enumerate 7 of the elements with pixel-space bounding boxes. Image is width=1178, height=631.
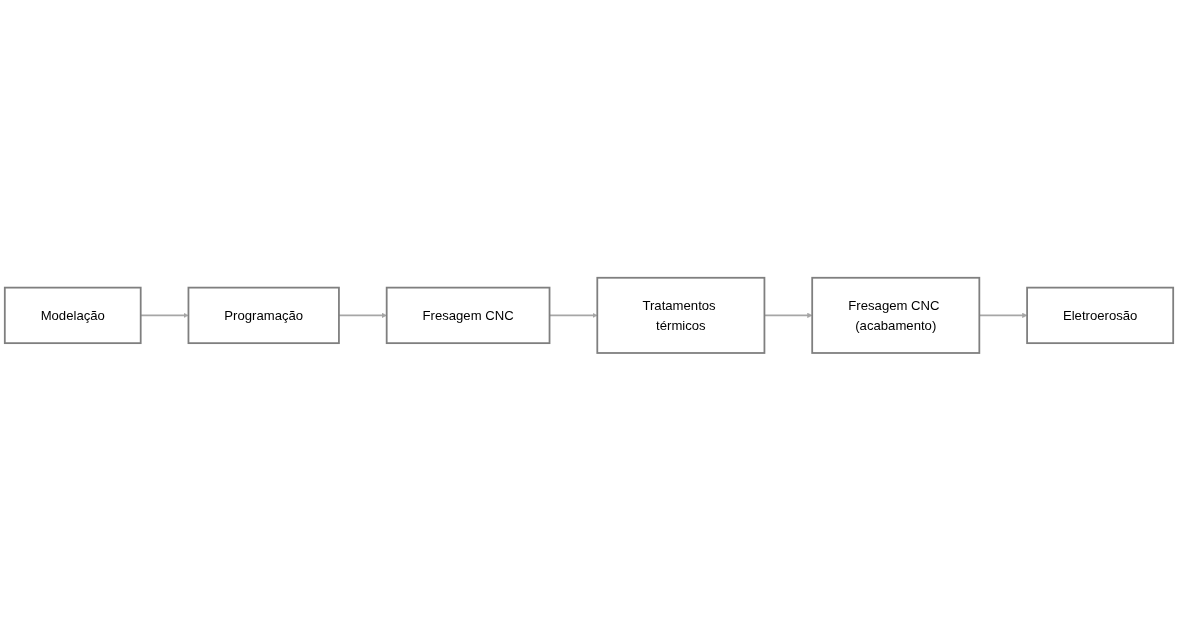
node-box: Fresagem CNC [385,286,551,345]
node-box: Tratamentos térmicos [596,277,766,354]
node-box: Eletroerosão [1026,286,1175,345]
node-box: Programação [187,286,340,345]
arrow [338,312,387,319]
node-box: Fresagem CNC (acabamento) [811,277,981,354]
node-box: Modelação [3,286,142,345]
